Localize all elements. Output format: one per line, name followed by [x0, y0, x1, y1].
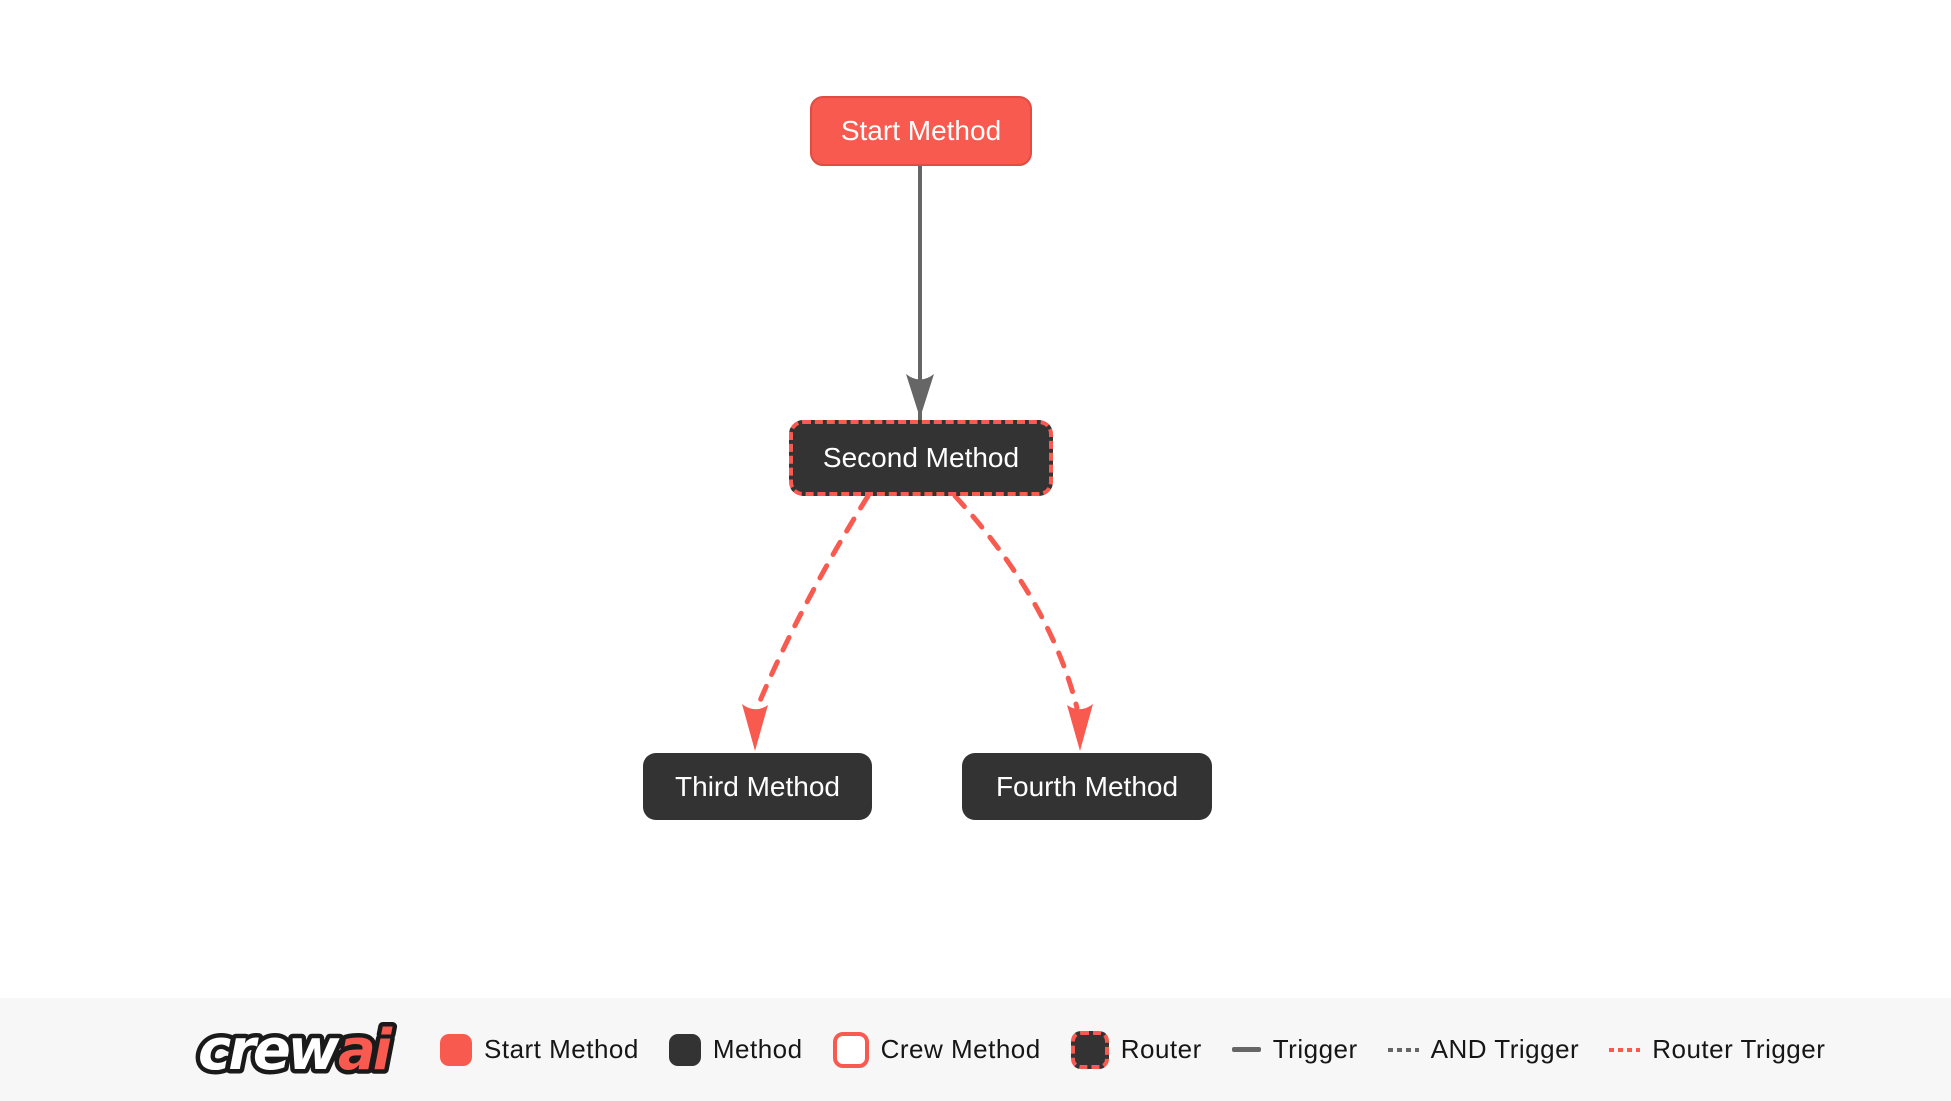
- router-trigger-line-swatch-icon: [1609, 1047, 1641, 1052]
- legend-label-router-trigger: Router Trigger: [1652, 1034, 1826, 1064]
- node-start-method-label: Start Method: [840, 115, 1002, 146]
- node-second-method[interactable]: Second Method: [789, 420, 1053, 496]
- node-fourth-method[interactable]: Fourth Method: [962, 753, 1212, 820]
- crewai-logo-word-red: ai: [338, 1018, 393, 1083]
- trigger-line-swatch-icon: [1231, 1047, 1261, 1052]
- node-start-method[interactable]: Start Method: [810, 96, 1032, 166]
- legend-item-router: Router: [1070, 1030, 1202, 1069]
- router-trigger-arrowhead-right-icon: [1067, 704, 1093, 751]
- flow-canvas[interactable]: Start Method Second Method Third Method …: [0, 0, 1951, 998]
- legend-item-method: Method: [668, 1033, 803, 1066]
- crewai-logo: crew ai: [190, 1011, 418, 1089]
- legend-item-start-method: Start Method: [440, 1033, 639, 1066]
- legend-item-router-trigger: Router Trigger: [1609, 1034, 1825, 1065]
- start-method-swatch-icon: [440, 1033, 472, 1066]
- method-swatch-icon: [668, 1033, 701, 1066]
- router-trigger-edge-left: [754, 493, 871, 711]
- legend-bar: crew ai Start Method Method Crew Method …: [0, 998, 1951, 1101]
- legend-label-router: Router: [1120, 1034, 1202, 1064]
- legend-label-crew-method: Crew Method: [880, 1034, 1041, 1064]
- and-trigger-line-swatch-icon: [1387, 1047, 1419, 1052]
- node-third-method[interactable]: Third Method: [643, 753, 872, 820]
- legend-item-crew-method: Crew Method: [832, 1031, 1041, 1068]
- router-trigger-arrowhead-left-icon: [742, 704, 768, 751]
- node-fourth-method-label: Fourth Method: [995, 770, 1179, 802]
- node-second-method-label: Second Method: [822, 442, 1020, 473]
- legend-label-method: Method: [712, 1034, 803, 1064]
- router-trigger-edge-right: [952, 493, 1080, 711]
- legend-label-start-method: Start Method: [484, 1034, 639, 1064]
- legend-item-trigger: Trigger: [1231, 1034, 1358, 1065]
- legend-items: Start Method Method Crew Method Router T…: [440, 1030, 1825, 1069]
- node-third-method-label: Third Method: [675, 770, 840, 802]
- crewai-logo-word-white: crew: [198, 1018, 340, 1083]
- legend-item-and-trigger: AND Trigger: [1387, 1034, 1580, 1065]
- router-swatch-icon: [1070, 1030, 1109, 1069]
- crew-method-swatch-icon: [832, 1031, 869, 1068]
- legend-label-and-trigger: AND Trigger: [1430, 1034, 1580, 1064]
- legend-label-trigger: Trigger: [1272, 1034, 1358, 1064]
- crewai-logo-icon: crew ai: [194, 1013, 401, 1087]
- trigger-arrowhead-icon: [906, 374, 934, 418]
